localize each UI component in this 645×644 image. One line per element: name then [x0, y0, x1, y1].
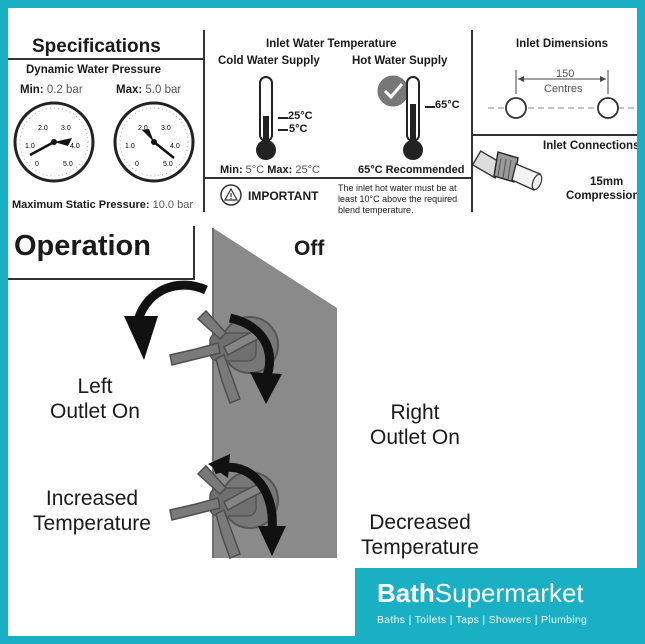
- outlet-selector-handle-icon[interactable]: [158, 293, 298, 423]
- divider: [471, 30, 473, 212]
- gauge-tick: 2.0: [38, 125, 48, 132]
- brand-name: BathSupermarket: [377, 578, 584, 608]
- centres-value: 150: [556, 68, 575, 80]
- divider: [203, 177, 471, 179]
- centres-label: Centres: [544, 83, 583, 95]
- cold-mark-high: 25°C: [288, 110, 313, 122]
- connection-size: 15mm: [590, 176, 624, 188]
- gauge-tick: 4.0: [170, 143, 180, 150]
- connection-type: Compression: [566, 190, 640, 202]
- hot-recommended: 65°C Recommended: [358, 164, 465, 176]
- rotate-right-arrow-icon: [228, 313, 282, 404]
- pressure-heading: Dynamic Water Pressure: [26, 64, 162, 76]
- max-pressure: Max: 5.0 bar: [116, 84, 182, 96]
- hot-thermometer-icon: [403, 76, 423, 160]
- divider: [203, 30, 205, 212]
- min-pressure: Min: 0.2 bar: [20, 84, 83, 96]
- cold-supply-heading: Cold Water Supply: [218, 55, 320, 67]
- gauge-tick: 1.0: [25, 143, 35, 150]
- cold-mark-low: 5°C: [289, 123, 308, 135]
- compression-fitting-icon: [471, 150, 543, 191]
- gauge-tick: 0: [35, 161, 39, 168]
- gauge-tick: 1.0: [125, 143, 135, 150]
- max-static-pressure: Maximum Static Pressure: 10.0 bar: [12, 199, 193, 211]
- right-outlet-label: Right Outlet On: [370, 401, 460, 450]
- gauge-tick: 0: [135, 161, 139, 168]
- gauge-tick: 3.0: [61, 125, 71, 132]
- pressure-gauge-max-icon: 0 1.0 2.0 3.0 4.0 5.0: [113, 101, 195, 183]
- divider: [471, 134, 637, 136]
- rotate-temperature-arrow-icon: [208, 454, 286, 556]
- brand-banner: BathSupermarket Baths | Toilets | Taps |…: [355, 568, 637, 636]
- divider: [8, 58, 203, 60]
- increased-temperature-label: Increased Temperature: [33, 487, 151, 536]
- pressure-gauge-min-icon: 0 1.0 2.0 3.0 4.0 5.0: [13, 101, 95, 183]
- gauge-tick: 3.0: [161, 125, 171, 132]
- gauge-tick: 4.0: [70, 143, 80, 150]
- hot-supply-heading: Hot Water Supply: [352, 55, 448, 67]
- brand-tagline: Baths | Toilets | Taps | Showers | Plumb…: [377, 614, 588, 626]
- operation-title-box: [8, 226, 195, 280]
- specifications-title: Specifications: [32, 36, 161, 57]
- important-note: The inlet hot water must be at least 10°…: [338, 183, 458, 215]
- decreased-temperature-label: Decreased Temperature: [361, 511, 479, 560]
- cold-thermometer-icon: [256, 76, 276, 160]
- inlet-dimensions-diagram: [488, 70, 634, 119]
- gauge-tick: 5.0: [163, 161, 173, 168]
- cold-range: Min: 5°C Max: 25°C: [220, 164, 320, 176]
- left-outlet-label: Left Outlet On: [50, 375, 140, 424]
- inlet-temperature-title: Inlet Water Temperature: [266, 38, 397, 50]
- hot-mark: 65°C: [435, 99, 460, 111]
- inlet-dimensions-title: Inlet Dimensions: [516, 38, 609, 50]
- gauge-tick: 2.0: [138, 125, 148, 132]
- rotate-left-arrow-icon: [124, 280, 208, 360]
- inlet-connections-title: Inlet Connections: [543, 140, 640, 152]
- operation-title: Operation: [14, 230, 151, 262]
- warning-icon: [220, 184, 242, 206]
- important-label: IMPORTANT: [248, 189, 319, 203]
- off-label: Off: [294, 237, 325, 260]
- gauge-tick: 5.0: [63, 161, 73, 168]
